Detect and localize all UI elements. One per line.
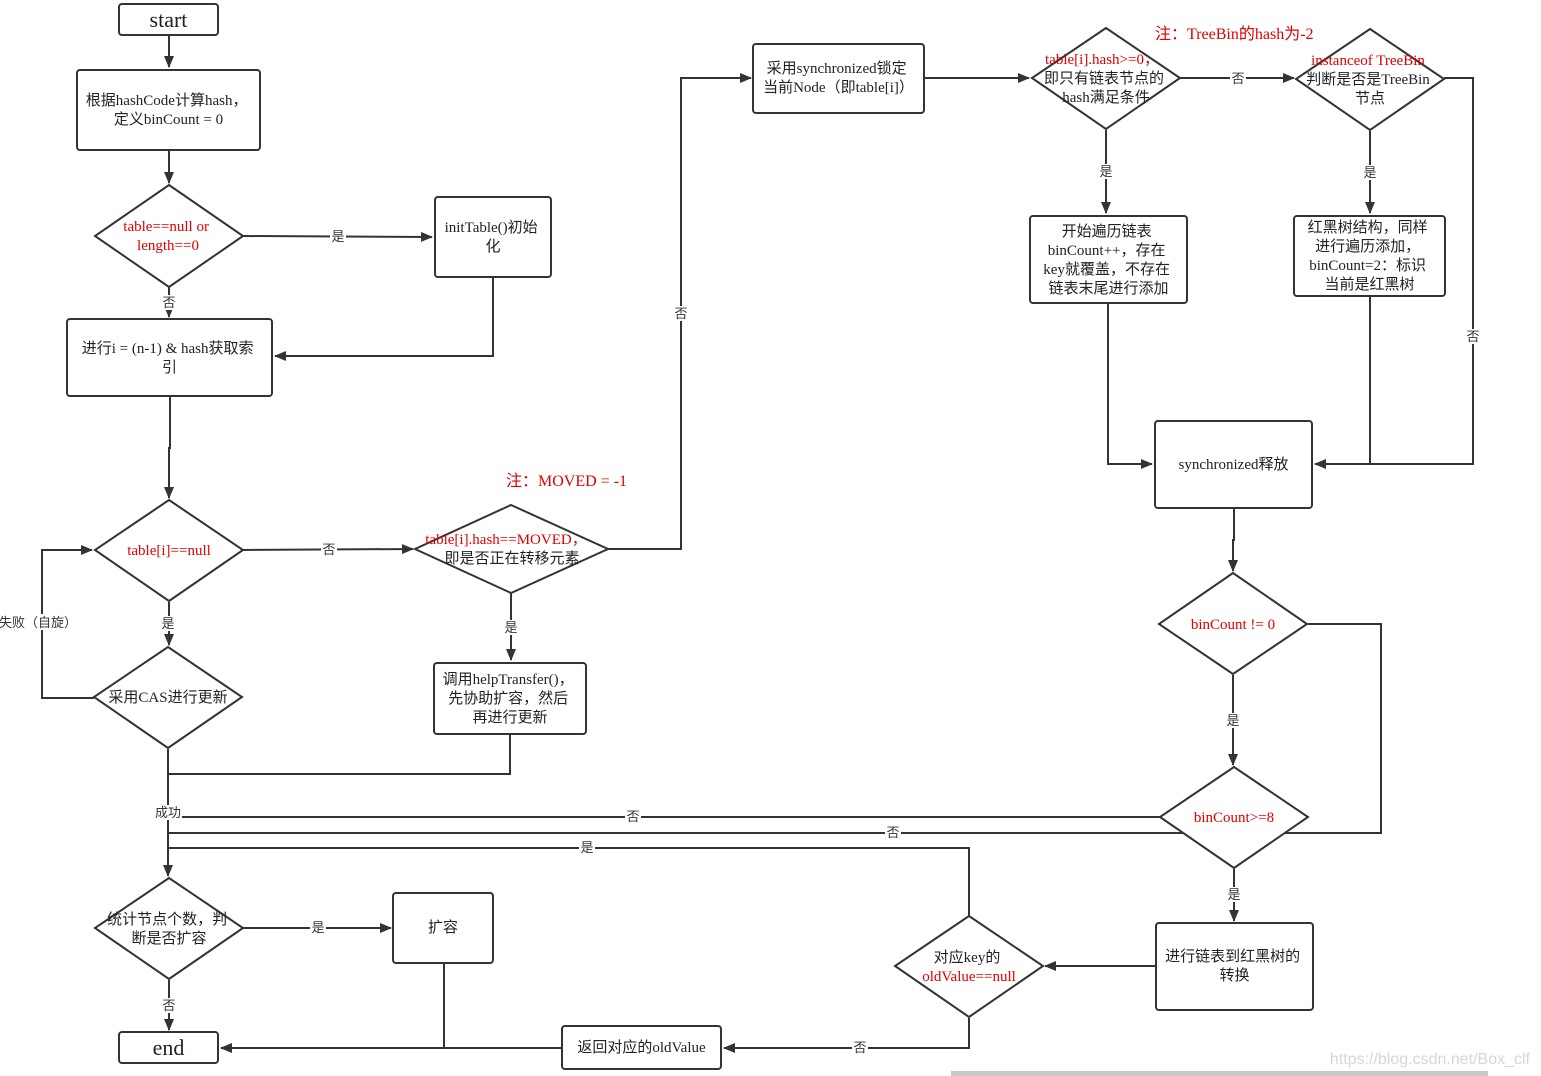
svg-text:end: end bbox=[153, 1035, 185, 1060]
note-treebin: 注：TreeBin的hash为-2 bbox=[1155, 25, 1314, 43]
svg-text:对应key的 oldValue==null: 对应key的 oldValue==null bbox=[922, 948, 1016, 985]
rb-tree-node: 红黑树结构，同样 进行遍历添加， binCount=2：标识 当前是红黑树 bbox=[1293, 215, 1446, 297]
bincount-ne0-decision: binCount != 0 bbox=[1157, 571, 1309, 676]
tab-i-null-decision: table[i]==null bbox=[93, 498, 245, 603]
cas-decision: 采用CAS进行更新 bbox=[92, 645, 244, 750]
label-fail-spin: 失败（自旋） bbox=[0, 615, 77, 630]
instanceof-treebin-decision: instanceof TreeBin 判断是否是TreeBin 节点 bbox=[1294, 27, 1446, 132]
label-yes-count: 是 bbox=[311, 920, 324, 935]
svg-text:采用synchronized锁定 当前Node（: 采用synchronized锁定 当前Node（即table[i]） bbox=[763, 60, 914, 96]
svg-text:根据hashCode计算hash， 定义binC: 根据hashCode计算hash， 定义binCount = 0 bbox=[86, 91, 251, 128]
moved-decision: table[i].hash==MOVED， 即是否正在转移元素 bbox=[412, 503, 611, 595]
sync-release-node: synchronized释放 bbox=[1154, 420, 1313, 509]
table-null-decision: table==null or length==0 bbox=[93, 183, 245, 289]
svg-text:table[i]==null: table[i]==null bbox=[127, 543, 211, 559]
hash-ge0-decision: table[i].hash>=0， 即只有链表节点的 hash满足条件 bbox=[1030, 26, 1182, 131]
start-node: start bbox=[118, 3, 219, 36]
svg-text:红黑树结构，同样 进行遍历添加， b: 红黑树结构，同样 进行遍历添加， binCount=2：标识 当前是红黑树 bbox=[1308, 219, 1432, 293]
label-yes-old: 是 bbox=[580, 840, 593, 855]
label-yes-ge8: 是 bbox=[1227, 887, 1240, 902]
edge-labels: 是 否 否 是 失败（自旋） 是 否 否 是 是 否 是 否 否 是 是 否 成… bbox=[0, 71, 1481, 1055]
help-transfer-node: 调用helpTransfer()， 先协助扩容，然后 再进行更新 bbox=[433, 662, 587, 735]
edge-traverse-release bbox=[1107, 304, 1153, 469]
svg-text:进行i = (n-1) & hash获取索 引: 进行i = (n-1) & hash获取索 引 bbox=[82, 340, 258, 376]
svg-text:table[i].hash==MOVED， 即是: table[i].hash==MOVED， 即是否正在转移元素 bbox=[425, 531, 590, 567]
watermark: https://blog.csdn.net/Box_clf bbox=[1330, 1051, 1531, 1068]
calc-hash-node: 根据hashCode计算hash， 定义binCount = 0 bbox=[76, 69, 261, 151]
label-yes-moved: 是 bbox=[504, 620, 517, 635]
label-no-instanceof: 否 bbox=[1466, 329, 1479, 344]
label-no-tablenull: 否 bbox=[162, 295, 175, 310]
edges bbox=[41, 35, 1474, 1053]
label-no-old: 否 bbox=[853, 1040, 866, 1055]
svg-text:binCount>=8: binCount>=8 bbox=[1194, 810, 1274, 826]
edge-help-merge bbox=[168, 735, 511, 775]
label-no-tabinull: 否 bbox=[322, 542, 335, 557]
traverse-list-node: 开始遍历链表 binCount++，存在 key就覆盖，不存在 链表末尾进行添加 bbox=[1029, 215, 1188, 304]
edge-old-return bbox=[723, 1018, 970, 1053]
svg-text:进行链表到红黑树的 转换: 进行链表到红黑树的 转换 bbox=[1165, 948, 1304, 984]
bottom-scrollbar[interactable] bbox=[951, 1071, 1488, 1076]
svg-text:调用helpTransfer()， 先协助扩容，: 调用helpTransfer()， 先协助扩容，然后 再进行更新 bbox=[443, 671, 578, 726]
label-yes-instanceof: 是 bbox=[1363, 165, 1376, 180]
svg-text:binCount != 0: binCount != 0 bbox=[1191, 617, 1275, 633]
label-no-moved: 否 bbox=[674, 306, 687, 321]
init-table-node: initTable()初始 化 bbox=[434, 196, 552, 278]
svg-text:返回对应的oldValue: 返回对应的oldValue bbox=[577, 1038, 706, 1056]
edge-instanceof-release bbox=[1314, 77, 1474, 469]
svg-text:table==null or length==0: table==null or length==0 bbox=[123, 219, 212, 254]
end-node: end bbox=[118, 1031, 219, 1064]
bincount-ge8-decision: binCount>=8 bbox=[1158, 765, 1310, 870]
label-no-count: 否 bbox=[162, 998, 175, 1013]
old-value-null-decision: 对应key的 oldValue==null bbox=[893, 914, 1045, 1019]
edge-index-tabinull bbox=[164, 397, 174, 499]
edge-old-yes bbox=[168, 847, 970, 916]
svg-text:instanceof TreeBin 判断是否是: instanceof TreeBin 判断是否是TreeBin 节点 bbox=[1306, 52, 1434, 107]
svg-text:扩容: 扩容 bbox=[428, 919, 458, 936]
svg-text:start: start bbox=[150, 7, 188, 32]
label-yes-tablenull: 是 bbox=[331, 229, 344, 244]
count-check-decision: 统计节点个数，判 断是否扩容 bbox=[93, 876, 245, 981]
svg-text:开始遍历链表 binCount++，存在: 开始遍历链表 binCount++，存在 key就覆盖，不存在 链表末尾进行添加 bbox=[1043, 223, 1173, 297]
label-no-ne0: 否 bbox=[886, 825, 899, 840]
label-yes-hash: 是 bbox=[1099, 164, 1112, 179]
svg-text:initTable()初始 化: initTable()初始 化 bbox=[445, 219, 542, 255]
label-success: 成功 bbox=[155, 805, 181, 820]
return-old-value-node: 返回对应的oldValue bbox=[561, 1025, 722, 1070]
sync-lock-node: 采用synchronized锁定 当前Node（即table[i]） bbox=[752, 43, 925, 114]
svg-text:统计节点个数，判 断是否扩容: 统计节点个数，判 断是否扩容 bbox=[107, 911, 231, 947]
index-node: 进行i = (n-1) & hash获取索 引 bbox=[66, 318, 273, 397]
edge-init-index bbox=[274, 278, 494, 361]
label-yes-tabinull: 是 bbox=[161, 616, 174, 631]
svg-text:table[i].hash>=0， 即只有链表节: table[i].hash>=0， 即只有链表节点的 hash满足条件 bbox=[1044, 51, 1168, 106]
svg-text:synchronized释放: synchronized释放 bbox=[1179, 456, 1289, 473]
edge-release-ne0 bbox=[1228, 509, 1238, 572]
svg-text:采用CAS进行更新: 采用CAS进行更新 bbox=[108, 689, 227, 706]
treeify-node: 进行链表到红黑树的 转换 bbox=[1155, 922, 1314, 1011]
edge-ne0-no bbox=[168, 623, 1382, 834]
label-no-ge8: 否 bbox=[626, 809, 639, 824]
label-no-hash: 否 bbox=[1231, 71, 1244, 86]
note-moved: 注：MOVED = -1 bbox=[506, 472, 627, 490]
resize-node: 扩容 bbox=[392, 892, 494, 964]
label-yes-ne0: 是 bbox=[1226, 713, 1239, 728]
